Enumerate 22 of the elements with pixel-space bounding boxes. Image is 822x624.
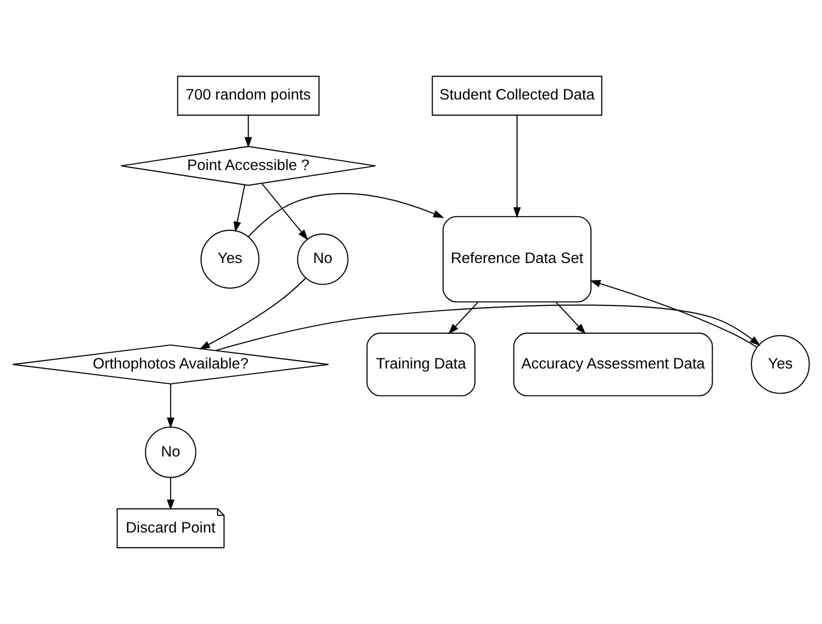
arrow	[262, 183, 308, 240]
arrow	[555, 302, 586, 334]
arrow	[166, 478, 174, 510]
arrow	[216, 304, 760, 351]
node-box: Accuracy Assessment Data	[513, 332, 713, 396]
node-circle: Yes	[200, 230, 260, 289]
arrow	[590, 280, 758, 348]
arrow	[166, 384, 174, 428]
arrow	[234, 184, 246, 232]
node-diamond: Orthophotos Available?	[12, 344, 330, 384]
node-circle: No	[297, 234, 348, 285]
node-box: Reference Data Set	[442, 216, 592, 302]
node-box: 700 random points	[177, 76, 320, 116]
node-circle: No	[144, 426, 196, 478]
arrow	[199, 278, 306, 350]
arrow	[448, 302, 479, 334]
arrow	[244, 115, 252, 148]
node-diamond: Point Accessible ?	[120, 146, 376, 186]
node-box: Student Collected Data	[432, 76, 602, 116]
arrow	[513, 115, 521, 218]
arrow	[248, 193, 444, 238]
node-box: Training Data	[366, 332, 476, 396]
